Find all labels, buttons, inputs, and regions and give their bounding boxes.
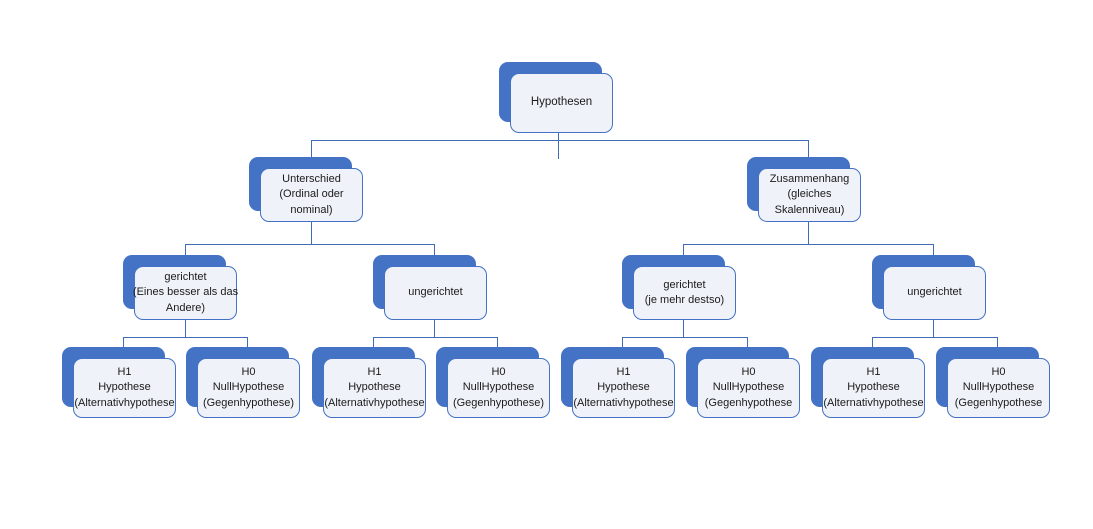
node-label-line2: (je mehr destso): [644, 294, 725, 306]
node-label-line2: (gleiches: [787, 188, 832, 201]
connector-group2-to-h1: [373, 337, 374, 349]
node-label: Hypothesen: [530, 96, 593, 109]
node-leaf-h1-1[interactable]: H1 Hypothese (Alternativhypothese: [62, 347, 176, 418]
node-label-line2: NullHypothese: [712, 381, 785, 394]
node-card: H0 NullHypothese (Gegenhypothese): [197, 358, 300, 418]
node-card: ungerichtet: [384, 266, 487, 320]
node-label-line2: Hypothese: [847, 381, 900, 394]
node-label-line2: NullHypothese: [212, 381, 285, 394]
connector-zusammenhang-to-gerichtet: [683, 244, 684, 256]
connector-unterschied-stem: [311, 222, 312, 244]
node-label-line2: NullHypothese: [962, 381, 1035, 394]
node-label-line2: Hypothese: [597, 381, 650, 394]
node-ungerichtet-zusammenhang[interactable]: ungerichtet: [872, 255, 986, 320]
connector-group4-to-h1: [872, 337, 873, 349]
connector-zusammenhang-stem: [808, 222, 809, 244]
node-leaf-h0-3[interactable]: H0 NullHypothese (Gegenhypothese: [686, 347, 800, 418]
connector-unterschied-bus: [185, 244, 434, 245]
connector-group1-to-h0: [247, 337, 248, 349]
connector-root-bus: [311, 140, 808, 141]
node-label-line1: H1: [616, 366, 631, 379]
connector-group4-to-h0: [997, 337, 998, 349]
node-card: Zusammenhang (gleiches Skalenniveau): [758, 168, 861, 222]
node-label-line1: gerichtet: [663, 278, 706, 291]
node-label-line3: (Gegenhypothese: [954, 396, 1043, 409]
node-label-line3: (Gegenhypothese: [704, 396, 793, 409]
connector-group3-stem: [683, 320, 684, 337]
node-leaf-h0-1[interactable]: H0 NullHypothese (Gegenhypothese): [186, 347, 300, 418]
node-label-line3: (Gegenhypothese): [452, 396, 545, 409]
connector-group3-bus: [622, 337, 747, 338]
node-zusammenhang[interactable]: Zusammenhang (gleiches Skalenniveau): [747, 157, 861, 222]
node-leaf-h0-2[interactable]: H0 NullHypothese (Gegenhypothese): [436, 347, 550, 418]
node-label-line3: nominal): [290, 203, 333, 216]
connector-group2-bus: [373, 337, 497, 338]
node-label-line1: Zusammenhang: [769, 173, 850, 186]
node-label-line2: Hypothese: [348, 381, 401, 394]
node-leaf-h1-3[interactable]: H1 Hypothese (Alternativhypothese: [561, 347, 675, 418]
node-label-line3: (Alternativhypothese: [573, 396, 674, 409]
node-card: H1 Hypothese (Alternativhypothese: [323, 358, 426, 418]
node-label-line1: gerichtet: [164, 271, 207, 284]
node-card: Unterschied (Ordinal oder nominal): [260, 168, 363, 222]
node-card: Hypothesen: [510, 73, 613, 133]
connector-group4-stem: [933, 320, 934, 337]
node-ungerichtet-unterschied[interactable]: ungerichtet: [373, 255, 487, 320]
connector-group1-to-h1: [123, 337, 124, 349]
connector-group4-bus: [872, 337, 997, 338]
connector-unterschied-to-ungerichtet: [434, 244, 435, 256]
node-label-line1: H1: [117, 366, 132, 379]
node-card: H0 NullHypothese (Gegenhypothese): [447, 358, 550, 418]
connector-root-stem: [558, 133, 559, 159]
node-label-line1: H0: [741, 366, 756, 379]
node-label-line2: (Ordinal oder: [279, 188, 344, 201]
node-gerichtet-zusammenhang[interactable]: gerichtet (je mehr destso): [622, 255, 736, 320]
node-unterschied[interactable]: Unterschied (Ordinal oder nominal): [249, 157, 363, 222]
node-card: H1 Hypothese (Alternativhypothese: [73, 358, 176, 418]
connector-group2-stem: [434, 320, 435, 337]
node-label-line1: H0: [241, 366, 256, 379]
node-label-line3: Andere): [165, 301, 206, 314]
connector-group2-to-h0: [497, 337, 498, 349]
connector-group3-to-h0: [747, 337, 748, 349]
node-card: gerichtet (Eines besser als das Andere): [132, 266, 239, 320]
node-label-line3: Skalenniveau): [774, 203, 845, 216]
node-label-line1: H0: [991, 366, 1006, 379]
node-label-line2: NullHypothese: [462, 381, 535, 394]
node-label-line2: Hypothese: [98, 381, 151, 394]
node-label-line1: H1: [367, 366, 382, 379]
node-card: H1 Hypothese (Alternativhypothese: [572, 358, 675, 418]
node-card: gerichtet (je mehr destso): [633, 266, 736, 320]
connector-root-to-zusammenhang: [808, 140, 809, 160]
node-label-line3: (Gegenhypothese): [202, 396, 295, 409]
node-leaf-h1-4[interactable]: H1 Hypothese (Alternativhypothese: [811, 347, 925, 418]
node-gerichtet-unterschied[interactable]: gerichtet (Eines besser als das Andere): [123, 255, 238, 320]
node-label-line1: Unterschied: [282, 173, 341, 186]
node-label-line2: (Eines besser als das: [132, 286, 239, 299]
node-card: H1 Hypothese (Alternativhypothese: [822, 358, 925, 418]
node-leaf-h1-2[interactable]: H1 Hypothese (Alternativhypothese: [312, 347, 426, 418]
node-label-line3: (Alternativhypothese: [823, 396, 924, 409]
connector-root-to-unterschied: [311, 140, 312, 160]
node-label-line3: (Alternativhypothese: [74, 396, 175, 409]
connector-group1-bus: [123, 337, 247, 338]
node-label-line1: H1: [866, 366, 881, 379]
node-label-line1: ungerichtet: [907, 286, 962, 299]
node-card: ungerichtet: [883, 266, 986, 320]
node-hypothesen[interactable]: Hypothesen: [499, 62, 613, 133]
connector-zusammenhang-to-ungerichtet: [933, 244, 934, 256]
connector-group3-to-h1: [622, 337, 623, 349]
node-label-line1: H0: [491, 366, 506, 379]
connector-group1-stem: [185, 320, 186, 337]
connector-unterschied-to-gerichtet: [185, 244, 186, 256]
connector-zusammenhang-bus: [683, 244, 933, 245]
node-label-line3: (Alternativhypothese: [324, 396, 425, 409]
node-card: H0 NullHypothese (Gegenhypothese: [947, 358, 1050, 418]
node-label-line1: ungerichtet: [408, 286, 463, 299]
node-card: H0 NullHypothese (Gegenhypothese: [697, 358, 800, 418]
node-leaf-h0-4[interactable]: H0 NullHypothese (Gegenhypothese: [936, 347, 1050, 418]
